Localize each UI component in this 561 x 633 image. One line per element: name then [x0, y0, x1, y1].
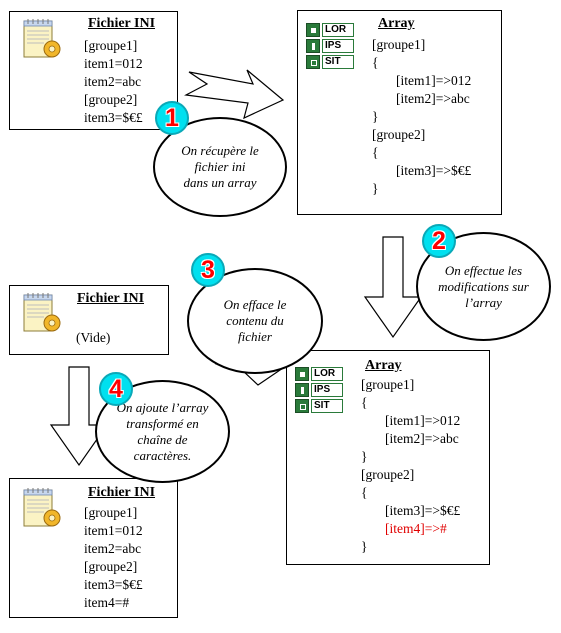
step-1-number-badge: 1: [155, 101, 189, 135]
step-4-text: transformé en: [126, 415, 199, 431]
step-2-text: modifications sur: [438, 278, 529, 294]
ini-file-box-final: Fichier INI [groupe1] item1=012 item2=ab…: [9, 478, 178, 618]
array-line: }: [372, 181, 379, 196]
step-3-text: On efface le: [223, 297, 287, 312]
ini-line: item1=012: [84, 523, 143, 538]
array-box-modified: LOR IPS SIT Array [groupe1] { [item1]=>0…: [286, 350, 490, 565]
array-line: }: [361, 449, 368, 464]
ini-line: item2=abc: [84, 74, 142, 89]
step-1-text: fichier ini: [194, 159, 246, 174]
ini-line: [groupe1]: [84, 38, 138, 53]
array-line: [groupe1]: [372, 37, 426, 52]
notepad-gear-icon: [23, 19, 61, 58]
ini-line: [groupe1]: [84, 505, 138, 520]
array-line: [groupe2]: [372, 127, 426, 142]
array-title: Array: [378, 16, 415, 31]
ini-file-box-empty: Fichier INI (Vide): [9, 285, 169, 355]
ini-line: item4=#: [84, 595, 130, 610]
ini-line: item2=abc: [84, 541, 142, 556]
step-1-text: dans un array: [183, 175, 257, 190]
array-line: [item2]=>abc: [396, 91, 470, 106]
ini-title: Fichier INI: [88, 16, 156, 31]
array-line: [item1]=>012: [396, 73, 472, 88]
step-2-number-badge: 2: [422, 224, 456, 258]
array-line: [groupe2]: [361, 467, 415, 482]
step-4-text: chaîne de: [137, 431, 188, 447]
ini-title: Fichier INI: [88, 485, 156, 500]
array-line: [item3]=>$€£: [396, 163, 472, 178]
array-line: }: [372, 109, 379, 124]
array-line: {: [372, 145, 379, 160]
array-line: {: [372, 55, 379, 70]
step-3-text: contenu du: [226, 313, 284, 328]
step-4-number-badge: 4: [99, 372, 133, 406]
step-1-description: On récupère le fichier ini dans un array: [153, 117, 287, 217]
array-line: }: [361, 539, 368, 554]
step-2-text: l’array: [465, 294, 502, 310]
ini-line: item1=012: [84, 56, 143, 71]
array-line-new-item: [item4]=>#: [385, 521, 447, 536]
array-line: [item3]=>$€£: [385, 503, 461, 518]
array-grid-icon: LOR IPS SIT: [295, 367, 343, 415]
ini-title: Fichier INI: [77, 291, 145, 306]
step-4-text: caractères.: [133, 447, 192, 463]
array-line: [groupe1]: [361, 377, 415, 392]
array-line: {: [361, 395, 368, 410]
array-line: {: [361, 485, 368, 500]
notepad-gear-icon: [23, 488, 61, 527]
step-1-text: On récupère le: [181, 143, 259, 158]
array-title: Array: [365, 358, 402, 373]
ini-file-box-initial: Fichier INI [groupe1] item1=012 item2=ab…: [9, 11, 178, 130]
ini-line: item3=$€£: [84, 577, 143, 592]
ini-line: [groupe2]: [84, 92, 138, 107]
step-2-text: On effectue les: [444, 262, 523, 278]
array-grid-icon: LOR IPS SIT: [306, 23, 354, 71]
notepad-gear-icon: [23, 293, 61, 332]
array-box-initial: LOR IPS SIT Array [groupe1] { [item1]=>0…: [297, 10, 502, 215]
ini-line: item3=$€£: [84, 110, 143, 125]
array-line: [item2]=>abc: [385, 431, 459, 446]
ini-empty-content: (Vide): [76, 330, 111, 345]
step-3-number-badge: 3: [191, 253, 225, 287]
step-4-text: On ajoute l’array: [116, 399, 209, 415]
array-line: [item1]=>012: [385, 413, 461, 428]
step-3-text: fichier: [238, 329, 272, 344]
ini-line: [groupe2]: [84, 559, 138, 574]
